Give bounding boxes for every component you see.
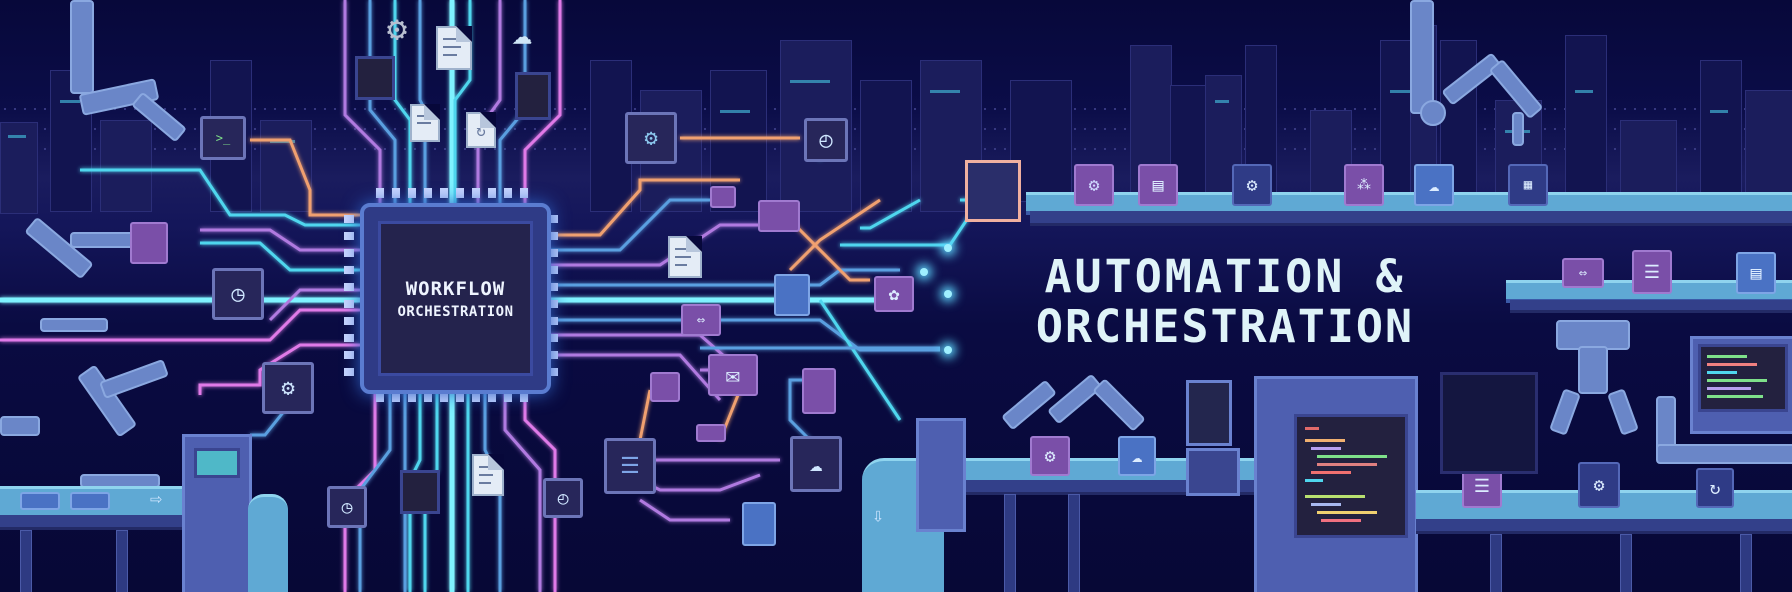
conveyor-leg <box>1004 494 1016 592</box>
folder-icon <box>696 424 726 442</box>
document-icon <box>410 104 440 142</box>
cloud-icon: ☁ <box>511 13 533 53</box>
database-icon: ▤ <box>1736 252 1776 294</box>
document-icon <box>774 274 810 316</box>
sync-document-icon: ↻ <box>466 112 496 148</box>
package <box>20 492 60 510</box>
chip-label: WORKFLOW ORCHESTRATION <box>378 221 533 376</box>
document-icon <box>436 26 472 70</box>
workflow-chip: WORKFLOW ORCHESTRATION <box>360 203 551 394</box>
robot-arm <box>70 0 94 94</box>
right-conveyor-base <box>1510 300 1792 313</box>
printer-icon <box>965 160 1021 222</box>
database-icon: ☰ <box>1632 250 1672 294</box>
left-conveyor-base <box>0 515 188 530</box>
claw-shaft <box>1578 346 1608 394</box>
trace-endpoint <box>944 244 952 252</box>
code-window-icon <box>355 56 395 100</box>
code-window-icon <box>400 470 440 514</box>
code-window-icon: >_ <box>200 116 246 160</box>
pipe <box>1656 444 1792 464</box>
chip-title-line2: ORCHESTRATION <box>397 303 514 320</box>
cloud-icon: ☁ <box>1414 164 1454 206</box>
code-screen <box>1294 414 1408 538</box>
curved-conveyor <box>248 494 288 592</box>
status-display <box>1440 372 1538 474</box>
gear-icon: ⚙ <box>386 9 408 49</box>
top-conveyor-base <box>1030 211 1792 226</box>
gear-icon: ⚙ <box>625 112 677 164</box>
trace-endpoint <box>944 290 952 298</box>
gear-icon: ⚙ <box>1232 164 1272 206</box>
robot-base <box>40 318 108 332</box>
headline-line1: AUTOMATION & <box>1044 250 1406 303</box>
nodes-icon: ⁂ <box>1344 164 1384 206</box>
sync-icon: ↻ <box>1696 468 1734 508</box>
link-icon: ⇔ <box>681 304 721 336</box>
printer-icon <box>1186 448 1240 496</box>
gears-icon: ⚙ <box>1578 462 1620 508</box>
clock-icon: ◴ <box>804 118 848 162</box>
document-icon <box>742 502 776 546</box>
robot-arm <box>1410 0 1434 114</box>
conveyor-leg <box>1068 494 1080 592</box>
folder-icon <box>758 200 800 232</box>
gear-icon: ⚙ <box>1030 436 1070 476</box>
conveyor-leg <box>1740 534 1752 592</box>
package <box>70 492 110 510</box>
conveyor-leg <box>1620 534 1632 592</box>
headline: AUTOMATION & ORCHESTRATION <box>990 252 1460 352</box>
cloud-icon: ☁ <box>1118 436 1156 476</box>
terminal-screen <box>194 448 240 478</box>
code-icon: ▦ <box>1508 164 1548 206</box>
conveyor-leg <box>1490 534 1502 592</box>
pipe <box>0 416 40 436</box>
chip-title-line1: WORKFLOW <box>405 277 506 300</box>
code-document-icon <box>515 72 551 120</box>
link-icon: ⇔ <box>1562 258 1604 288</box>
conveyor-leg <box>20 530 32 592</box>
document-icon <box>472 454 504 496</box>
document-icon <box>130 222 168 264</box>
timer-icon: ◷ <box>212 268 264 320</box>
server-rack <box>1186 380 1232 446</box>
document-icon <box>668 236 702 278</box>
link-icon <box>710 186 736 208</box>
gear-icon: ⚙ <box>1074 164 1114 206</box>
trace-endpoint <box>920 268 928 276</box>
arrow-right-icon: ⇨ <box>149 486 163 510</box>
conveyor-leg <box>116 530 128 592</box>
arrow-down-icon: ⇩ <box>871 503 885 527</box>
trace-endpoint <box>944 346 952 354</box>
headline-line2: ORCHESTRATION <box>1035 300 1415 353</box>
clock-icon: ◴ <box>543 478 583 518</box>
mail-icon: ✉ <box>708 354 758 396</box>
cloud-icon: ☁ <box>790 436 842 492</box>
robot-gripper <box>1512 112 1524 146</box>
folder-icon: ✿ <box>874 276 914 312</box>
gears-icon: ⚙ <box>262 362 314 414</box>
timer-icon: ◷ <box>327 486 367 528</box>
server-tower <box>916 418 966 532</box>
document-icon <box>802 368 836 414</box>
robot-arm-joint <box>1420 100 1446 126</box>
folder-icon <box>650 372 680 402</box>
bottom-right-conveyor-base <box>1416 519 1792 534</box>
database-icon: ☰ <box>604 438 656 494</box>
monitor-screen <box>1698 344 1788 412</box>
database-icon: ▤ <box>1138 164 1178 206</box>
